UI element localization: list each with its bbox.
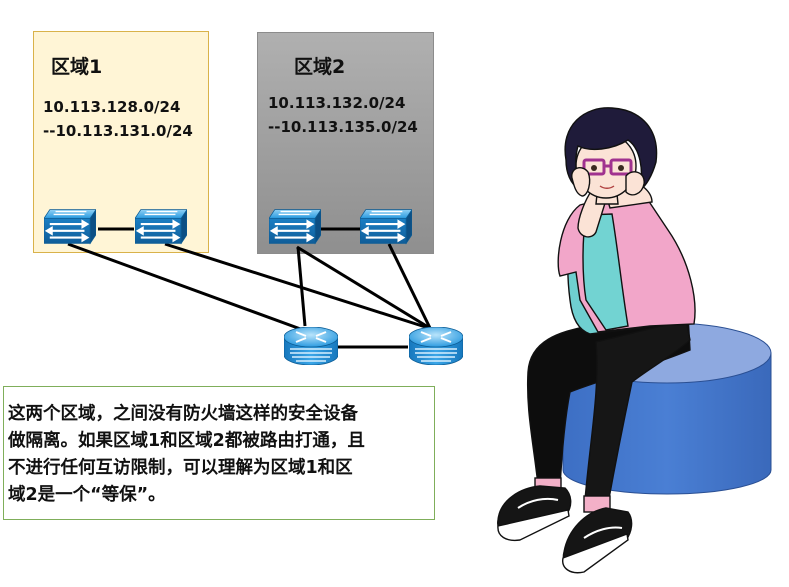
switch-icon bbox=[360, 209, 412, 245]
switch-icon bbox=[44, 209, 96, 245]
link-zone2-switch-a-router-a bbox=[296, 246, 307, 327]
zone-1-range-end: --10.113.131.0/24 bbox=[43, 122, 193, 140]
note-line: 做隔离。如果区域1和区域2都被路由打通，且 bbox=[8, 431, 365, 451]
switch-icon bbox=[135, 209, 187, 245]
router-icon bbox=[409, 327, 463, 365]
note-line: 不进行任何互访限制，可以理解为区域1和区 bbox=[8, 458, 353, 478]
note-line: 域2是一个“等保”。 bbox=[8, 485, 166, 505]
explanation-note: 这两个区域，之间没有防火墙这样的安全设备 做隔离。如果区域1和区域2都被路由打通… bbox=[3, 386, 435, 520]
zone-2-range: 10.113.132.0/24 --10.113.135.0/24 bbox=[268, 91, 418, 139]
zone-1-range-start: 10.113.128.0/24 bbox=[43, 98, 181, 116]
zone-2-title: 区域2 bbox=[294, 56, 346, 78]
zone-1-title: 区域1 bbox=[51, 56, 103, 78]
character-illustration bbox=[497, 107, 696, 574]
switch-icon bbox=[269, 209, 321, 245]
note-line: 这两个区域，之间没有防火墙这样的安全设备 bbox=[8, 404, 358, 424]
network-links bbox=[67, 227, 439, 349]
router-icon bbox=[284, 327, 338, 365]
zone-1-range: 10.113.128.0/24 --10.113.131.0/24 bbox=[43, 95, 193, 143]
zone-2-range-end: --10.113.135.0/24 bbox=[268, 118, 418, 136]
zone-2-range-start: 10.113.132.0/24 bbox=[268, 94, 406, 112]
link-zone2-switch-b-router-b bbox=[387, 243, 432, 329]
link-zone2-switch-a-router-b bbox=[296, 245, 434, 332]
link-zone1-switch-a-router-a bbox=[67, 242, 307, 333]
